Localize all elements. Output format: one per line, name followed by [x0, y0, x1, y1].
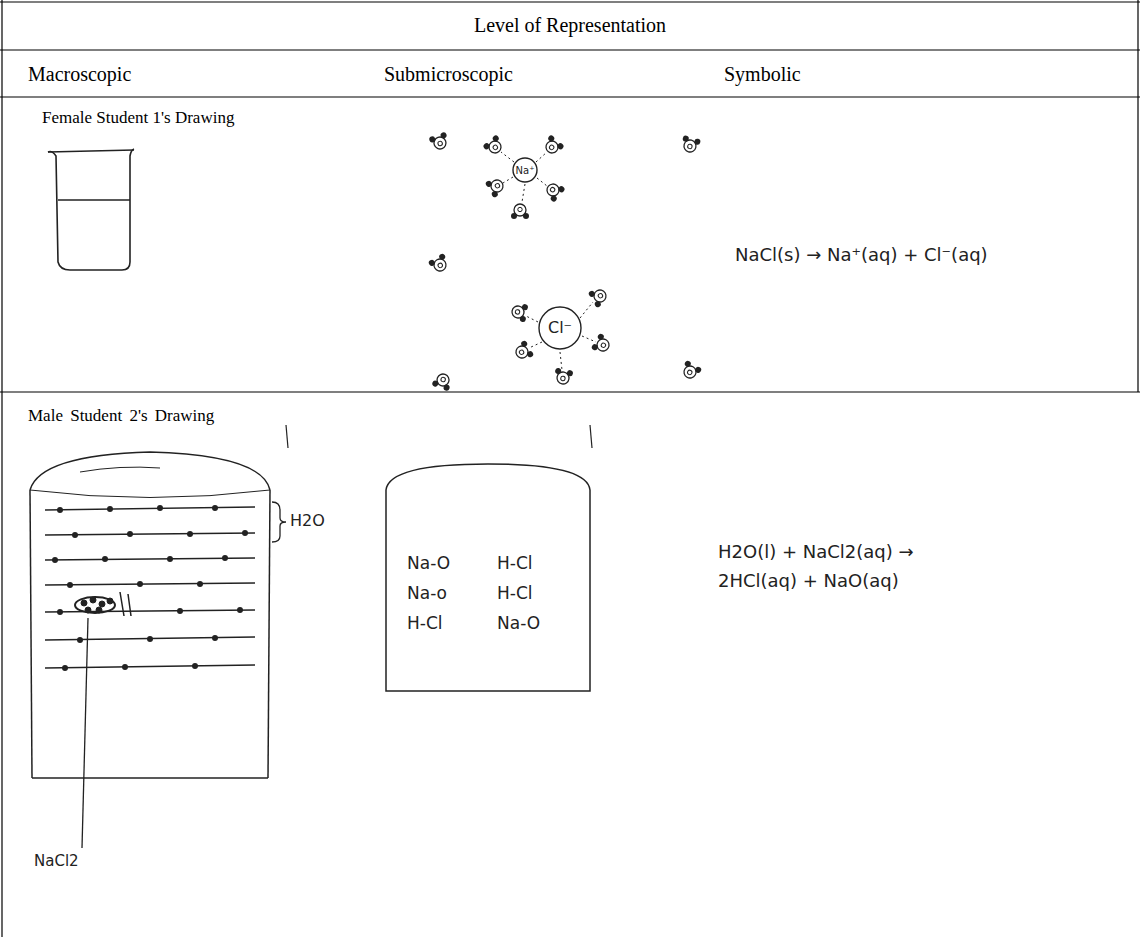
beaker-sketch [30, 425, 288, 778]
table-title: Level of Representation [0, 13, 1140, 37]
leader-line [82, 618, 88, 848]
ion-symbol: Na⁺ [516, 165, 535, 176]
water-molecules [428, 131, 703, 391]
ion-circle: Cl⁻ [538, 306, 582, 350]
column-header: Submicroscopic [384, 62, 513, 86]
pointer-label: NaCl2 [34, 852, 79, 870]
formula: H-Cl [497, 554, 533, 573]
formula: H-Cl [407, 614, 443, 633]
ion-circle: Na⁺ [512, 157, 538, 183]
salt-cluster [75, 592, 131, 616]
ion-dipole-lines [501, 152, 596, 370]
row-header: Male Student 2's Drawing [28, 406, 214, 426]
formula: Na-O [407, 554, 450, 573]
row-header: Female Student 1's Drawing [42, 108, 234, 128]
ion-symbol: Cl⁻ [548, 319, 572, 337]
beaker-drawing: Na-OH-ClNa-oH-ClH-ClNa-O [385, 462, 591, 692]
column-header: Symbolic [724, 62, 801, 86]
formula: H-Cl [497, 584, 533, 603]
water-dots [52, 505, 248, 671]
beaker-sketch [48, 149, 134, 270]
water-lines [45, 507, 255, 668]
formula: Na-o [407, 584, 447, 603]
equation: H2O(l) + NaCl2(aq) → 2HCl(aq) + NaO(aq) [718, 538, 968, 596]
bracket [272, 502, 286, 542]
cylinder-outline [385, 462, 591, 692]
tick-mark [590, 425, 592, 448]
bracket-label: H2O [290, 511, 325, 530]
column-header: Macroscopic [28, 62, 131, 86]
formula: Na-O [497, 614, 540, 633]
equation: NaCl(s) → Na⁺(aq) + Cl⁻(aq) [735, 244, 988, 266]
